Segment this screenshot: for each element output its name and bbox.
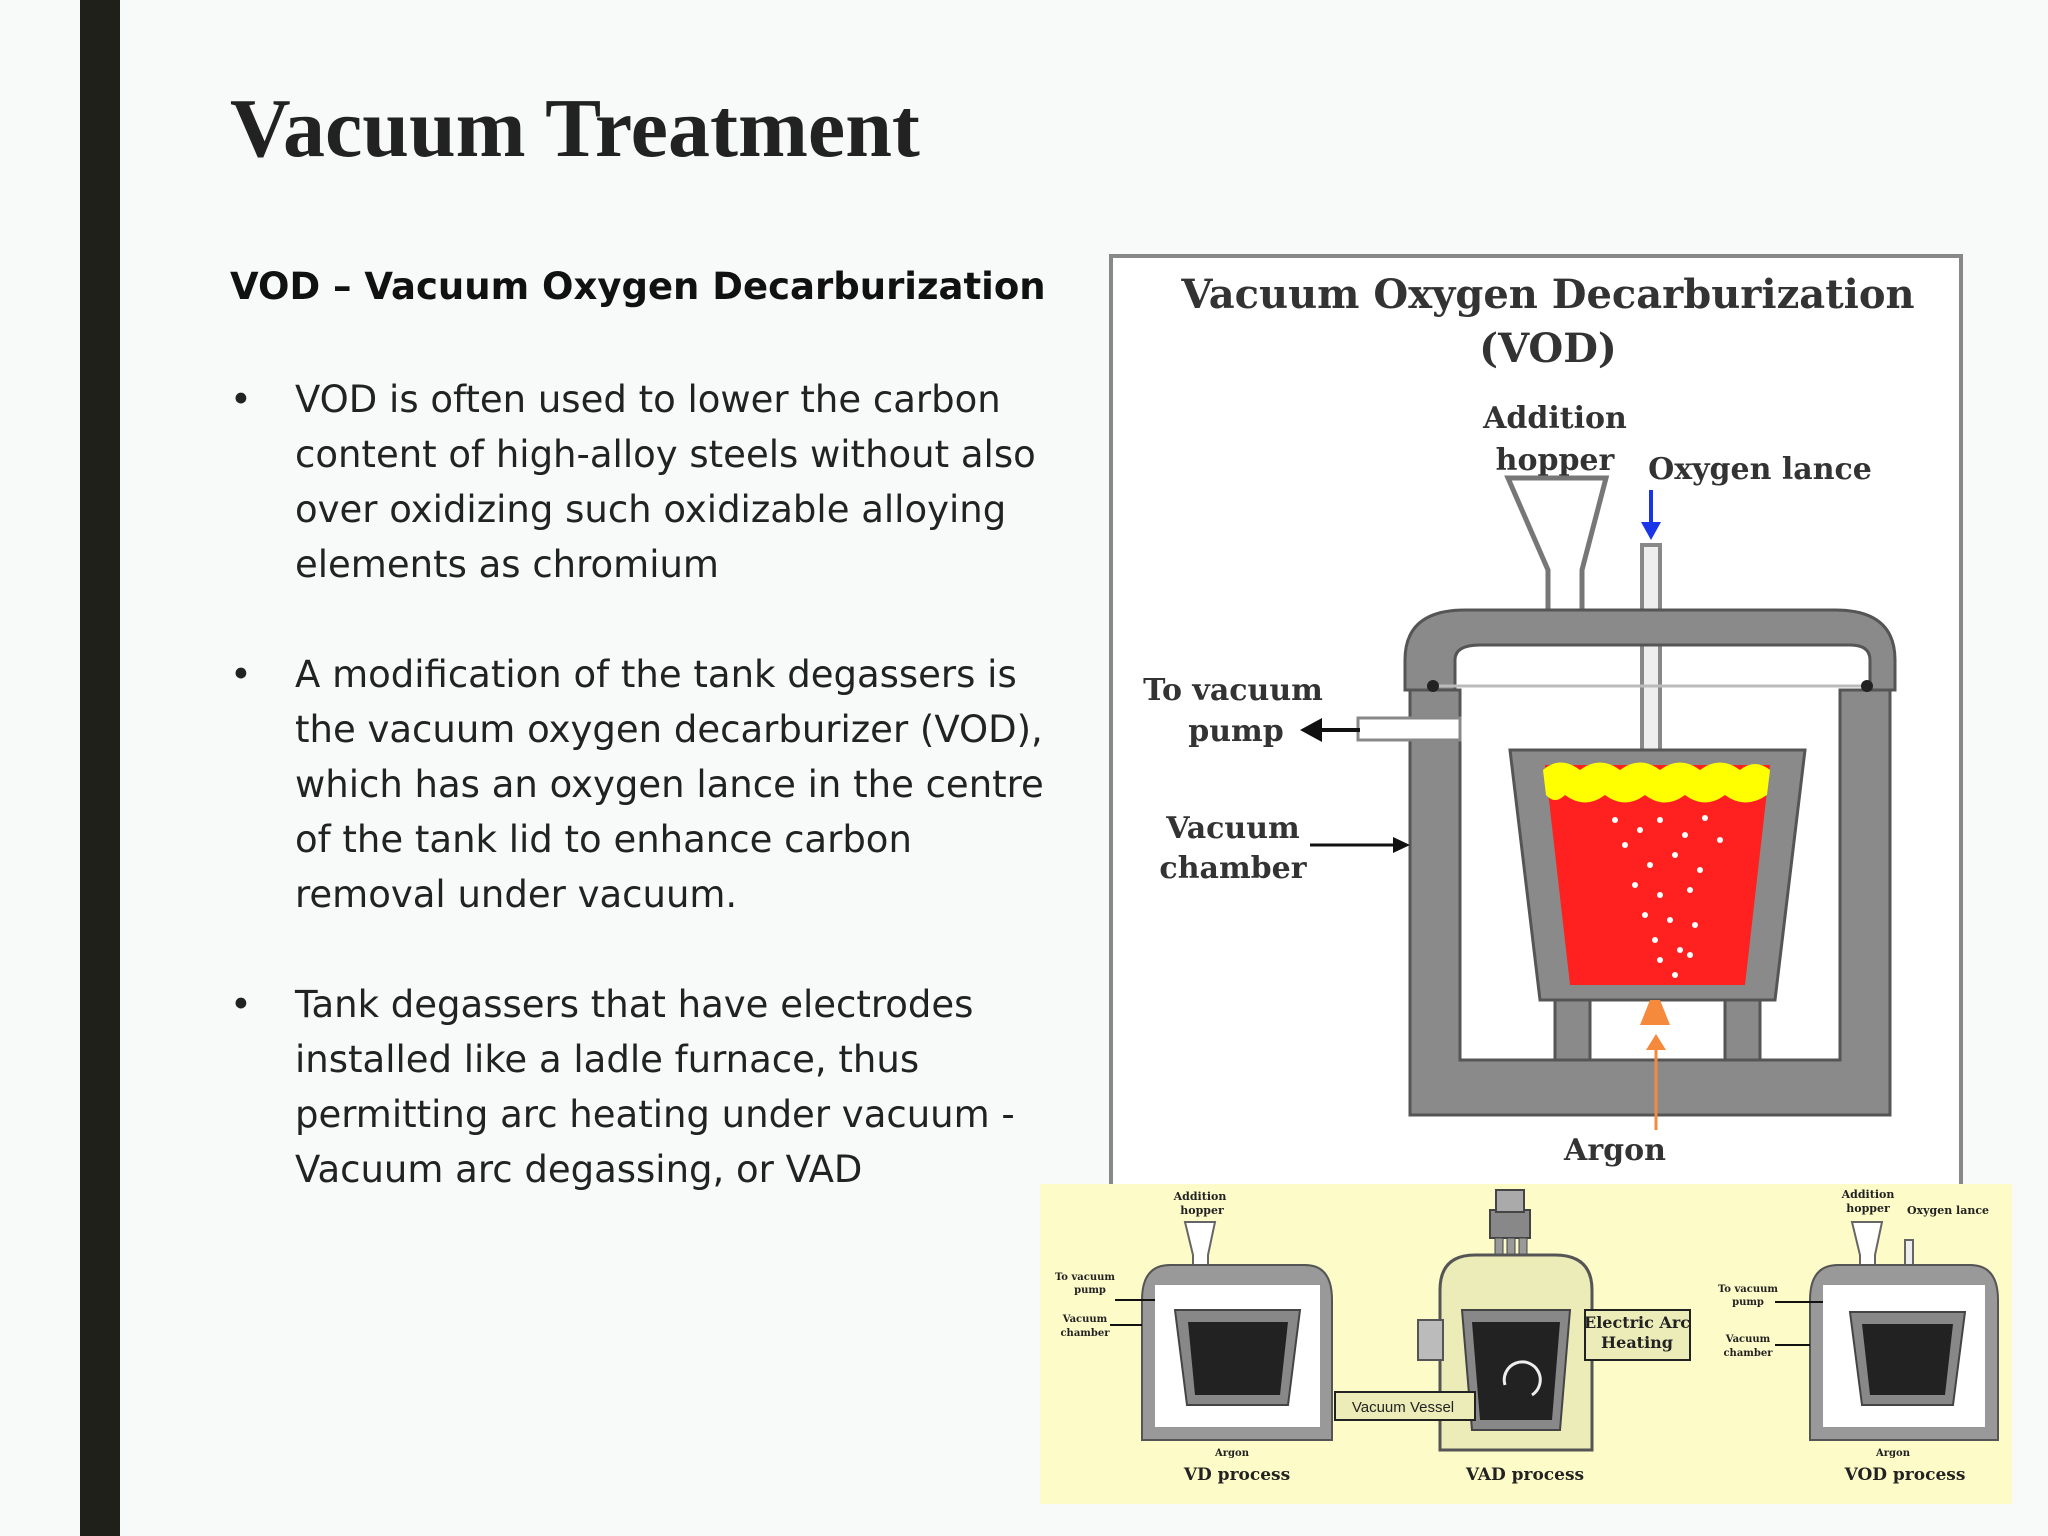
ladle-leg-left [1553,998,1592,1062]
argon-arrow-head [1646,1034,1666,1050]
vod-diagram-frame [1109,254,1963,1188]
bullet-item: • Tank degassers that have electrodes ins… [230,977,1060,1197]
slide-subtitle: VOD – Vacuum Oxygen Decarburization [230,265,1046,308]
argon-plug [1640,1000,1670,1025]
chamber-lid [1403,608,1897,692]
bullet-dot: • [230,378,252,421]
vd-process-caption: VD process [1183,1465,1290,1485]
vod-small-argon-label: Argon [1875,1448,1911,1459]
vod-small-oxygen-lance-label: Oxygen lance [1907,1204,1989,1217]
bullet-item: • A modification of the tank degassers is… [230,647,1060,922]
chamber-arrow-head [1393,837,1410,853]
vod-small-vacuum-label: Vacuum [1725,1334,1771,1345]
addition-label: Addition [1482,401,1627,436]
bullet-text: A modification of the tank degassers is … [295,653,1044,916]
chamber-label: chamber [1159,851,1307,886]
vad-heating-label: Heating [1601,1333,1673,1352]
vacuum-label: Vacuum [1165,811,1300,846]
argon-label: Argon [1563,1133,1666,1168]
vod-small-to-vacuum-label: To vacuum [1718,1284,1778,1295]
seal-point-left [1427,680,1439,692]
vod-small-pump-label: pump [1732,1297,1764,1308]
vad-process-caption: VAD process [1465,1465,1584,1485]
molten-steel [1545,765,1770,985]
ladle-leg-right [1723,998,1762,1062]
slag-layer [1543,762,1770,803]
bullet-text: VOD is often used to lower the carbon co… [295,378,1036,586]
vad-vacuum-vessel-label: Vacuum Vessel [1352,1399,1454,1416]
bullet-list: • VOD is often used to lower the carbon c… [230,372,1060,1252]
vd-vacuum-label: Vacuum [1062,1314,1108,1325]
vad-process-schematic: Electric Arc Heating Vacuum Vessel VAD p… [1334,1189,1691,1485]
vod-diagram-title-line2: (VOD) [1479,325,1617,372]
hopper-label: hopper [1496,443,1616,478]
bullet-dot: • [230,653,252,696]
vd-to-vacuum-label: To vacuum [1055,1272,1115,1283]
bullet-dot: • [230,983,252,1026]
slide-title: Vacuum Treatment [230,82,920,175]
bullet-text: Tank degassers that have electrodes inst… [295,983,1015,1191]
vacuum-arrow-head [1300,718,1322,742]
vod-process-caption: VOD process [1844,1465,1966,1485]
bullet-item: • VOD is often used to lower the carbon c… [230,372,1060,592]
accent-bar [80,0,120,1536]
vod-small-addition-label: Addition [1841,1188,1895,1201]
vd-addition-label: Addition [1173,1190,1227,1203]
to-vacuum-label: To vacuum [1143,673,1323,708]
vd-argon-label: Argon [1214,1448,1250,1459]
vd-chamber-label: chamber [1060,1328,1110,1339]
seal-point-right [1861,680,1873,692]
vod-diagram-title-line1: Vacuum Oxygen Decarburization [1180,271,1914,318]
pump-label: pump [1188,714,1284,749]
oxygen-arrow-head [1641,522,1661,540]
vd-hopper-label: hopper [1180,1204,1224,1217]
vod-process-schematic: Addition hopper Oxygen lance To vacuum p… [1718,1188,1999,1485]
vod-small-hopper-label: hopper [1846,1202,1890,1215]
argon-bubbles [1612,815,1723,978]
oxygen-lance-label: Oxygen lance [1648,452,1872,487]
vad-electric-arc-label: Electric Arc [1584,1313,1690,1332]
vod-small-chamber-label: chamber [1723,1348,1773,1359]
vd-process-schematic: Addition hopper To vacuum pump Vacuum ch… [1055,1190,1333,1485]
vd-pump-label: pump [1074,1285,1106,1296]
